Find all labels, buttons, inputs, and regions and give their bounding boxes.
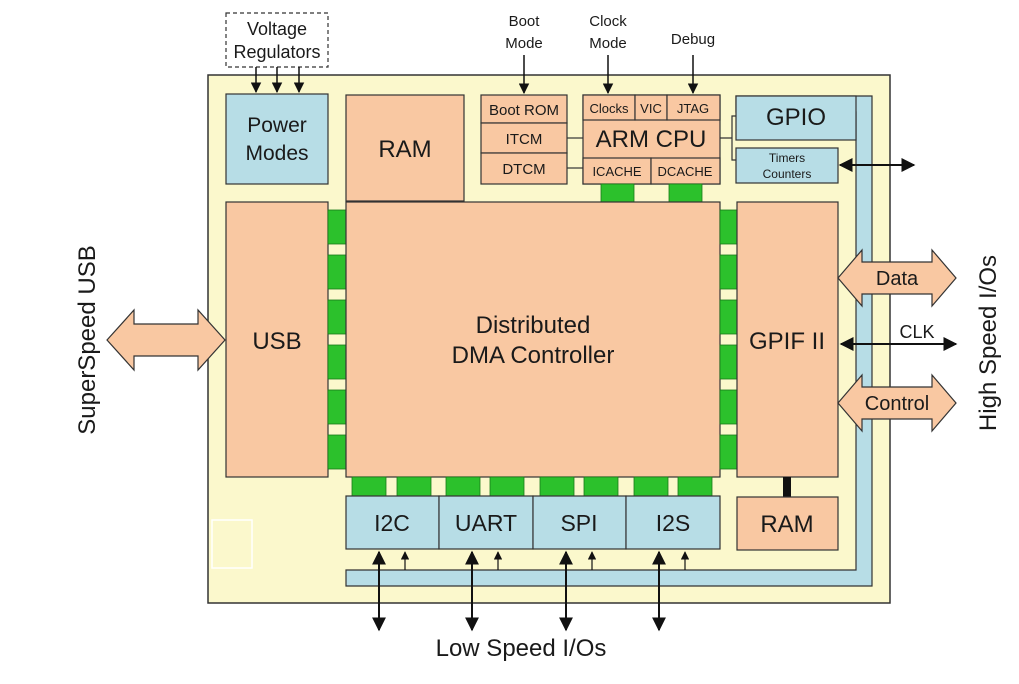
- ram-top-label: RAM: [378, 136, 431, 163]
- boot-mode-label-1: Boot: [509, 13, 541, 30]
- faint-outline: [211, 519, 253, 569]
- clocks-block: [582, 94, 636, 121]
- timers-counters-block: [735, 147, 839, 184]
- counters-label: Counters: [763, 167, 812, 181]
- control-label: Control: [865, 393, 929, 415]
- boot-rom-block: [480, 94, 568, 124]
- usb-block: [225, 201, 329, 478]
- spi-block: [532, 495, 627, 550]
- usb-dma-connector-4: [327, 344, 347, 380]
- i2s-label: I2S: [656, 510, 691, 536]
- regulators-label: Regulators: [233, 42, 320, 62]
- cpu-gpio-connector: [720, 115, 736, 161]
- jtag-label: JTAG: [677, 101, 709, 116]
- superspeed-usb-arrow: [106, 308, 226, 372]
- uart-label: UART: [455, 510, 517, 536]
- usb-dma-connector-5: [327, 389, 347, 425]
- spi-dma-connector-2: [583, 476, 619, 497]
- i2c-dma-connector-1: [351, 476, 387, 497]
- gpio-label: GPIO: [766, 104, 826, 131]
- data-label: Data: [876, 268, 919, 290]
- usb-dma-connector-2: [327, 254, 347, 290]
- superspeed-usb-label: SuperSpeed USB: [74, 245, 101, 434]
- spi-label: SPI: [560, 510, 597, 536]
- timers-label: Timers: [769, 151, 805, 165]
- voltage-label: Voltage: [247, 19, 307, 39]
- usb-label: USB: [252, 328, 301, 355]
- data-arrow: [837, 248, 957, 308]
- jtag-block: [666, 94, 721, 121]
- i2s-block: [625, 495, 721, 550]
- itcm-block: [480, 122, 568, 154]
- ram-bottom-block: [736, 496, 839, 551]
- control-arrow: [837, 373, 957, 433]
- gpif-block: [736, 201, 839, 478]
- arm-cpu-label: ARM CPU: [596, 126, 707, 153]
- gpif-dma-connector-1: [719, 209, 738, 245]
- clock-mode-label-2: Mode: [589, 35, 627, 52]
- usb-dma-connector-1: [327, 209, 347, 245]
- uart-dma-connector-2: [489, 476, 525, 497]
- vic-label: VIC: [640, 101, 662, 116]
- high-speed-ios-label: High Speed I/Os: [975, 255, 1002, 431]
- dma-controller-block: [345, 201, 721, 478]
- modes-label: Modes: [245, 142, 308, 165]
- gpif-dma-connector-5: [719, 389, 738, 425]
- dma-label-2: DMA Controller: [452, 342, 615, 369]
- gpif-ram-link: [783, 477, 791, 497]
- dcache-label: DCACHE: [658, 164, 713, 179]
- gpif-dma-connector-3: [719, 299, 738, 335]
- power-modes-block: [225, 93, 329, 185]
- spi-dma-connector-1: [539, 476, 575, 497]
- clock-mode-label-1: Clock: [589, 13, 627, 30]
- i2c-dma-connector-2: [396, 476, 432, 497]
- usb-dma-connector-6: [327, 434, 347, 470]
- gpif-dma-connector-4: [719, 344, 738, 380]
- voltage-regulators-box: [225, 12, 329, 68]
- ram-top-block: [345, 94, 465, 202]
- vic-block: [634, 94, 668, 121]
- dcache-dma-connector: [668, 183, 703, 203]
- power-label: Power: [247, 114, 307, 137]
- i2c-label: I2C: [374, 510, 410, 536]
- usb-dma-connector-3: [327, 299, 347, 335]
- dtcm-label: DTCM: [502, 161, 545, 178]
- gpio-block: [735, 95, 857, 141]
- icache-dma-connector: [600, 183, 635, 203]
- icache-label: ICACHE: [592, 164, 641, 179]
- ram-bottom-label: RAM: [760, 511, 813, 538]
- i2s-dma-connector-2: [677, 476, 713, 497]
- debug-label: Debug: [671, 31, 715, 48]
- gpif-dma-connector-6: [719, 434, 738, 470]
- boot-rom-label: Boot ROM: [489, 102, 559, 119]
- boot-mode-label-2: Mode: [505, 35, 543, 52]
- i2s-dma-connector-1: [633, 476, 669, 497]
- uart-dma-connector-1: [445, 476, 481, 497]
- clocks-label: Clocks: [589, 101, 629, 116]
- clk-label: CLK: [899, 322, 934, 342]
- uart-block: [438, 495, 534, 550]
- dtcm-block: [480, 152, 568, 185]
- gpif-dma-connector-2: [719, 254, 738, 290]
- itcm-label: ITCM: [506, 131, 543, 148]
- low-speed-ios-label: Low Speed I/Os: [436, 635, 607, 662]
- dma-label-1: Distributed: [476, 312, 591, 339]
- i2c-block: [345, 495, 440, 550]
- gpif-label: GPIF II: [749, 328, 825, 355]
